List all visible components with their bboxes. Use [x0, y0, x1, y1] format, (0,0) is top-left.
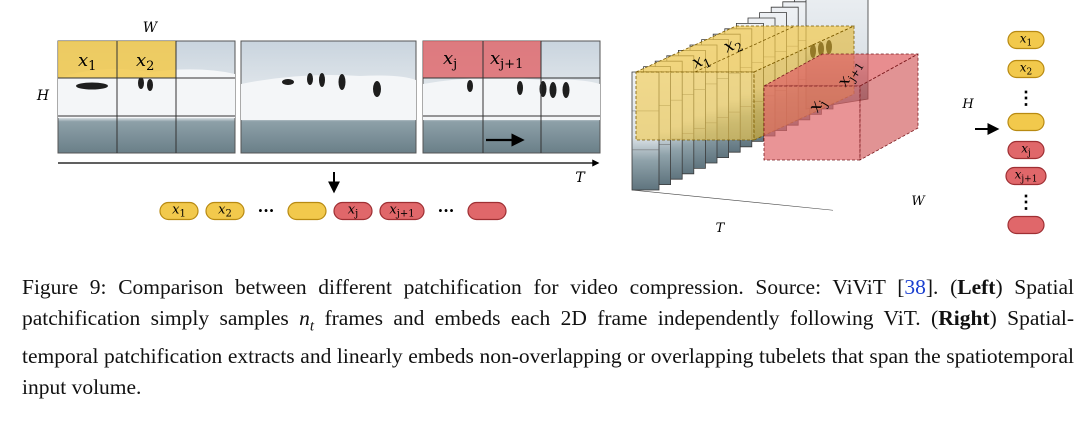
token-dots: ⋮ — [1017, 88, 1035, 109]
tube-xj-sub: j — [815, 98, 830, 110]
token-var: x — [1021, 142, 1028, 156]
token-var: x — [218, 203, 226, 218]
svg-text:x2: x2 — [136, 50, 154, 74]
caption-part4: ) Spatial-temporal patchification extrac… — [22, 305, 1074, 399]
patch-xj-var: x — [443, 48, 453, 69]
token-3 — [1007, 112, 1045, 132]
figure-caption: Figure 9: Comparison between different p… — [22, 272, 1074, 402]
patch-xj1-var: x — [490, 48, 500, 69]
token-ellipsis: ··· — [258, 201, 275, 220]
patch-xj1 — [483, 41, 541, 78]
patch-x1 — [58, 41, 117, 78]
svg-text:xj: xj — [348, 203, 358, 220]
token-1: x2 — [1007, 59, 1045, 79]
left-time-label: T — [575, 170, 586, 186]
token-ellipsis: ··· — [438, 201, 455, 220]
token-pill — [1007, 59, 1045, 79]
patch-x2 — [117, 41, 176, 78]
caption-part3: frames and embeds each 2D frame independ… — [314, 305, 939, 330]
token-pill — [379, 201, 425, 221]
token-5: xj+1 — [1005, 166, 1047, 186]
frame-3: xj xj+1 — [422, 40, 601, 154]
stack-base — [631, 189, 834, 211]
frame-1: x1 x2 — [57, 40, 236, 154]
left-height-label: H — [36, 88, 50, 104]
token-var: x — [389, 203, 397, 218]
token-3 — [287, 201, 327, 221]
token-sub: j+1 — [396, 209, 415, 220]
caption-right-bold: Right — [938, 305, 990, 330]
patch-xj — [423, 41, 483, 78]
right-width-label: W — [911, 194, 926, 209]
patch-x1-sub: 1 — [88, 59, 96, 74]
token-sub: j — [354, 209, 358, 220]
token-4: xj — [333, 201, 373, 221]
svg-text:x2: x2 — [1020, 61, 1033, 78]
svg-text:x1: x1 — [172, 203, 186, 220]
token-pill — [467, 201, 507, 221]
patch-xj1-sub: j+1 — [498, 57, 523, 72]
token-sub: 1 — [179, 209, 185, 220]
patch-x2-sub: 2 — [146, 59, 154, 74]
left-panel: W H x1 x2 — [36, 20, 601, 221]
frame-2 — [240, 40, 417, 154]
token-4: xj — [1007, 140, 1045, 160]
caption-math-sub: t — [309, 317, 315, 334]
token-pill — [1007, 30, 1045, 50]
token-pill — [287, 201, 327, 221]
svg-text:x2: x2 — [218, 203, 232, 220]
tubelet-red: xj xj+1 — [763, 53, 919, 161]
penguin-group — [467, 80, 570, 98]
token-dots: ⋮ — [1017, 192, 1035, 213]
right-height-label: H — [961, 97, 974, 112]
token-var: x — [172, 203, 180, 218]
token-pill — [159, 201, 199, 221]
token-pill — [1007, 112, 1045, 132]
svg-text:xj+1: xj+1 — [1015, 168, 1038, 185]
caption-math-var: n — [299, 305, 310, 330]
caption-ref[interactable]: 38 — [904, 275, 926, 299]
token-sub: j — [1027, 149, 1031, 159]
token-pill — [333, 201, 373, 221]
caption-part2: ) Spatial patchification simply samples — [22, 275, 1074, 330]
token-var: x — [1020, 61, 1027, 75]
svg-text:xj+1: xj+1 — [389, 203, 414, 220]
token-7 — [1007, 215, 1045, 235]
svg-text:xj+1: xj+1 — [490, 48, 523, 72]
token-pill — [1007, 140, 1045, 160]
left-width-label: W — [143, 20, 159, 36]
token-pill — [1007, 215, 1045, 235]
token-5: xj+1 — [379, 201, 425, 221]
caption-left-bold: Left — [957, 275, 996, 299]
penguin-group — [76, 77, 153, 91]
svg-text:x1: x1 — [1020, 32, 1033, 49]
token-sub: 1 — [1027, 39, 1033, 49]
token-0: x1 — [159, 201, 199, 221]
patch-xj-sub: j — [451, 57, 457, 72]
token-var: x — [1020, 32, 1027, 46]
token-var: x — [348, 203, 356, 218]
token-1: x2 — [205, 201, 245, 221]
token-pill — [1005, 166, 1047, 186]
token-sub: j+1 — [1020, 175, 1037, 185]
svg-text:xj: xj — [443, 48, 457, 72]
token-0: x1 — [1007, 30, 1045, 50]
token-sub: 2 — [225, 209, 231, 220]
caption-lead: Figure 9: Comparison between different p… — [22, 275, 905, 299]
penguin-group — [282, 73, 381, 97]
svg-text:xj: xj — [1021, 142, 1031, 159]
patch-x2-var: x — [136, 50, 146, 71]
svg-text:x1: x1 — [78, 50, 96, 74]
figure-diagram: W H x1 x2 — [36, 0, 1047, 236]
token-pill — [205, 201, 245, 221]
token-sub: 2 — [1027, 68, 1033, 78]
token-7 — [467, 201, 507, 221]
right-time-label: T — [716, 221, 726, 236]
token-var: x — [1015, 168, 1022, 182]
patch-x1-var: x — [78, 50, 88, 71]
caption-after-ref: ]. ( — [925, 275, 958, 299]
